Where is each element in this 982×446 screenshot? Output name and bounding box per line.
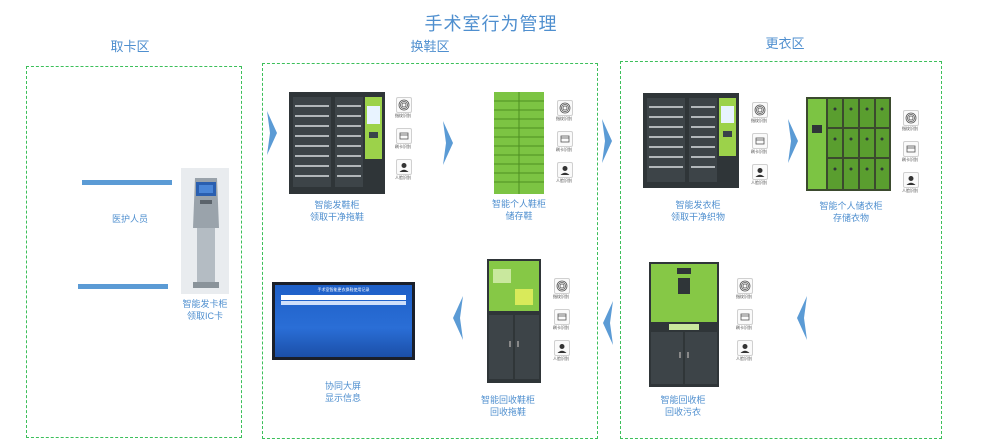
shoe-locker-caption: 智能个人鞋柜 储存鞋 (491, 199, 546, 221)
fingerprint-icon (903, 110, 919, 126)
flow-line-top (82, 180, 172, 185)
flow-arrow-left (602, 300, 614, 351)
clothes-recycler-caption: 智能回收柜 回收污衣 (660, 395, 706, 417)
clothes-recycler-cabinet (649, 262, 719, 387)
badge-label: 人脸识别 (395, 175, 411, 180)
badge-label: 刷卡识别 (556, 147, 572, 152)
page-title: 手术室行为管理 (424, 14, 558, 34)
badge-label: 人脸识别 (751, 180, 767, 185)
shoe-locker-cabinet (494, 92, 544, 194)
card-swipe-icon (903, 141, 919, 157)
badge-label: 人脸识别 (556, 178, 572, 183)
fingerprint-icon (557, 100, 573, 116)
zone-box-card (26, 66, 242, 438)
badge-label: 刷卡识别 (553, 325, 569, 330)
card-swipe-icon (752, 133, 768, 149)
flow-arrow-right (266, 110, 278, 161)
card-swipe-icon (737, 309, 753, 325)
card-swipe-icon (554, 309, 570, 325)
badge-label: 刷卡识别 (736, 325, 752, 330)
fingerprint-icon (737, 278, 753, 294)
badge-label: 人脸识别 (553, 356, 569, 361)
face-recognition-icon (737, 340, 753, 356)
zone-title-dress: 更衣区 (765, 36, 805, 51)
shoe-dispenser-cabinet (289, 92, 385, 194)
badge-label: 指纹识别 (902, 126, 918, 131)
shoe-dispenser-caption: 智能发鞋柜 领取干净拖鞋 (309, 200, 364, 222)
clothes-dispenser-cabinet (643, 93, 739, 188)
flow-arrow-right (787, 118, 799, 169)
zone-title-shoe: 换鞋区 (410, 39, 450, 54)
card-swipe-icon (396, 128, 412, 144)
shoe-recycler-cabinet (487, 259, 541, 383)
screen-caption: 协同大屏 显示信息 (324, 381, 361, 403)
fingerprint-icon (752, 102, 768, 118)
clothes-dispenser-caption: 智能发衣柜 领取干净织物 (670, 200, 725, 222)
fingerprint-icon (396, 97, 412, 113)
badge-label: 刷卡识别 (902, 157, 918, 162)
zone-box-dress (620, 61, 942, 439)
face-recognition-icon (752, 164, 768, 180)
shoe-recycler-caption: 智能回收鞋柜 回收拖鞋 (480, 395, 535, 417)
badge-label: 指纹识别 (751, 118, 767, 123)
badge-label: 刷卡识别 (751, 149, 767, 154)
card-kiosk-caption: 智能发卡柜 领取IC卡 (182, 299, 228, 321)
card-swipe-icon (557, 131, 573, 147)
badge-label: 刷卡识别 (395, 144, 411, 149)
badge-label: 指纹识别 (556, 116, 572, 121)
face-recognition-icon (554, 340, 570, 356)
flow-arrow-right (601, 118, 613, 169)
badge-label: 人脸识别 (736, 356, 752, 361)
flow-arrow-left (452, 295, 464, 346)
badge-label: 人脸识别 (902, 188, 918, 193)
flow-line-bottom (78, 284, 168, 289)
face-recognition-icon (396, 159, 412, 175)
card-kiosk (181, 168, 229, 294)
badge-label: 指纹识别 (395, 113, 411, 118)
clothes-locker-caption: 智能个人储衣柜 存储衣物 (819, 201, 883, 223)
flow-arrow-left (796, 295, 808, 346)
staff-label: 医护人员 (112, 214, 149, 224)
badge-label: 指纹识别 (553, 294, 569, 299)
face-recognition-icon (557, 162, 573, 178)
fingerprint-icon (554, 278, 570, 294)
zone-box-shoe (262, 63, 598, 439)
collaboration-screen: 手术室智能更衣换鞋使用记录 (272, 282, 415, 360)
badge-label: 指纹识别 (736, 294, 752, 299)
zone-title-card: 取卡区 (110, 39, 150, 54)
face-recognition-icon (903, 172, 919, 188)
screen-heading: 手术室智能更衣换鞋使用记录 (317, 287, 370, 292)
flow-arrow-right (442, 120, 454, 171)
clothes-locker-cabinet (806, 97, 891, 191)
